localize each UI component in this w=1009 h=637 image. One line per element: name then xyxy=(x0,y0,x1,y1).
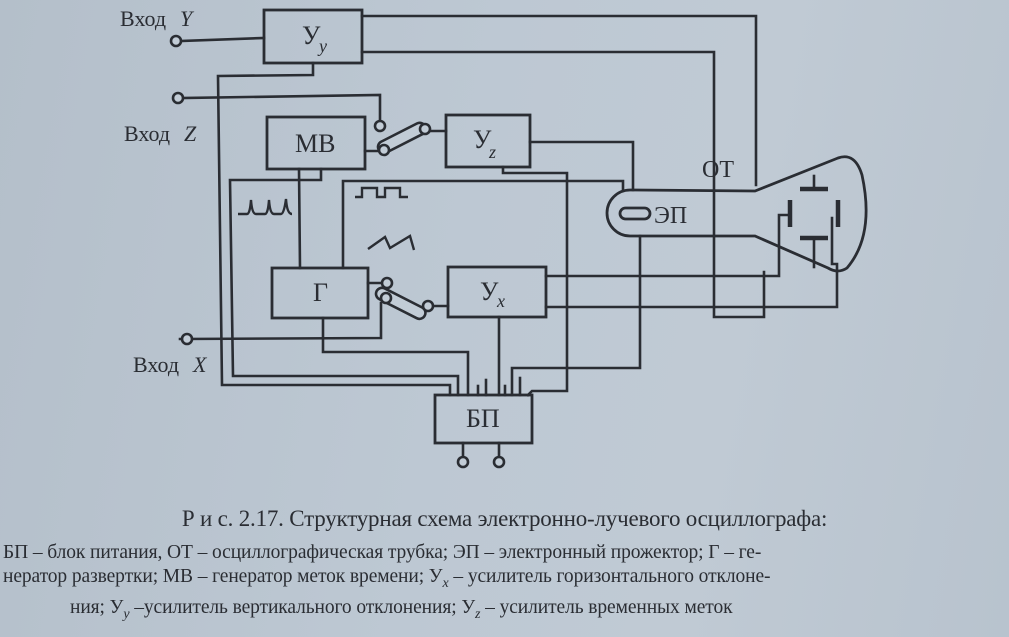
wire-uy-out-2 xyxy=(360,50,766,319)
crt-tube: ЭП ОТ xyxy=(605,155,868,273)
block-bp-label: БП xyxy=(466,404,500,433)
block-uy: У y xyxy=(262,8,364,65)
block-mv-label: МВ xyxy=(295,129,335,158)
figure-caption-legend: БП – блок питания, ОТ – осциллографическ… xyxy=(0,541,1009,627)
wire-g-power xyxy=(321,316,470,397)
legend-line-3-subscript-2: z xyxy=(475,607,481,622)
wire-input-y xyxy=(178,36,266,43)
waveform-sawtooth-icon xyxy=(367,234,416,251)
block-ux-label: У xyxy=(480,277,499,306)
waveform-rectangular-icon xyxy=(355,186,408,199)
input-x-terminal[interactable] xyxy=(180,332,194,346)
legend-line-3-subscript-1: y xyxy=(123,607,130,622)
input-z-axis: Z xyxy=(184,121,197,146)
wire-gun-power xyxy=(510,234,642,397)
switch-z[interactable] xyxy=(373,119,432,157)
block-uz-label: У xyxy=(473,125,492,154)
block-uy-label: У xyxy=(302,21,321,50)
electron-gun-label: ЭП xyxy=(654,203,687,229)
tube-label: ОТ xyxy=(702,157,734,183)
legend-line-3-part-a: ния; У xyxy=(70,597,124,618)
wire-input-z xyxy=(178,93,382,123)
input-y-prefix: Вход xyxy=(120,6,166,31)
input-y-label: Вход Y xyxy=(120,6,195,31)
legend-line-2-part-b: – усилитель горизонтального отклоне- xyxy=(448,566,771,587)
input-y-terminal[interactable] xyxy=(169,34,183,48)
legend-line-2-subscript: x xyxy=(442,576,449,591)
waveform-time-marks-icon xyxy=(238,198,293,216)
oscilloscope-block-diagram: У y МВ У z Г У x БП Вход Y Вход Z Вход X xyxy=(120,6,868,469)
wire-uz-out xyxy=(528,140,635,192)
switch-x[interactable] xyxy=(374,276,435,321)
block-g: Г xyxy=(270,266,370,320)
block-uz: У z xyxy=(444,113,532,169)
wire-mv-g xyxy=(297,167,302,270)
legend-line-1: БП – блок питания, ОТ – осциллографическ… xyxy=(3,542,762,563)
wire-uy-out-1 xyxy=(360,14,758,187)
crt-envelope xyxy=(605,155,868,273)
block-g-label: Г xyxy=(313,278,328,307)
input-z-label: Вход Z xyxy=(124,121,197,146)
input-z-prefix: Вход xyxy=(124,121,170,146)
block-ux: У x xyxy=(446,265,548,319)
block-bp: БП xyxy=(433,393,534,445)
electron-gun-icon xyxy=(618,206,652,221)
block-ux-subscript: x xyxy=(496,291,505,311)
wire-g-gun xyxy=(341,179,625,270)
bp-mains-terminal-2[interactable] xyxy=(492,455,506,469)
legend-line-2-part-a: нератор развертки; МВ – генератор меток … xyxy=(3,566,443,587)
input-z-terminal[interactable] xyxy=(171,91,185,105)
figure-caption-title: Р и с. 2.17. Структурная схема электронн… xyxy=(181,506,828,531)
wire-ux-out-2 xyxy=(544,216,839,309)
input-x-prefix: Вход xyxy=(133,352,179,377)
wire-uz-power xyxy=(501,165,569,397)
input-x-axis: X xyxy=(192,352,208,377)
legend-line-3-part-b: –усилитель вертикального отклонения; У xyxy=(129,597,476,618)
wire-uy-power xyxy=(216,61,452,397)
legend-line-2: нератор развертки; МВ – генератор меток … xyxy=(0,565,1009,596)
wire-mv-power xyxy=(228,167,460,397)
bp-mains-terminal-1[interactable] xyxy=(456,455,470,469)
input-x-label: Вход X xyxy=(133,352,208,377)
legend-line-3: ния; Уy –усилитель вертикального отклоне… xyxy=(0,596,1009,627)
input-y-axis: Y xyxy=(180,6,195,31)
block-uz-subscript: z xyxy=(488,142,496,162)
block-mv: МВ xyxy=(265,115,367,171)
block-uy-subscript: y xyxy=(317,36,327,56)
legend-line-3-part-c: – усилитель временных меток xyxy=(480,597,733,618)
wire-input-x xyxy=(178,301,383,341)
